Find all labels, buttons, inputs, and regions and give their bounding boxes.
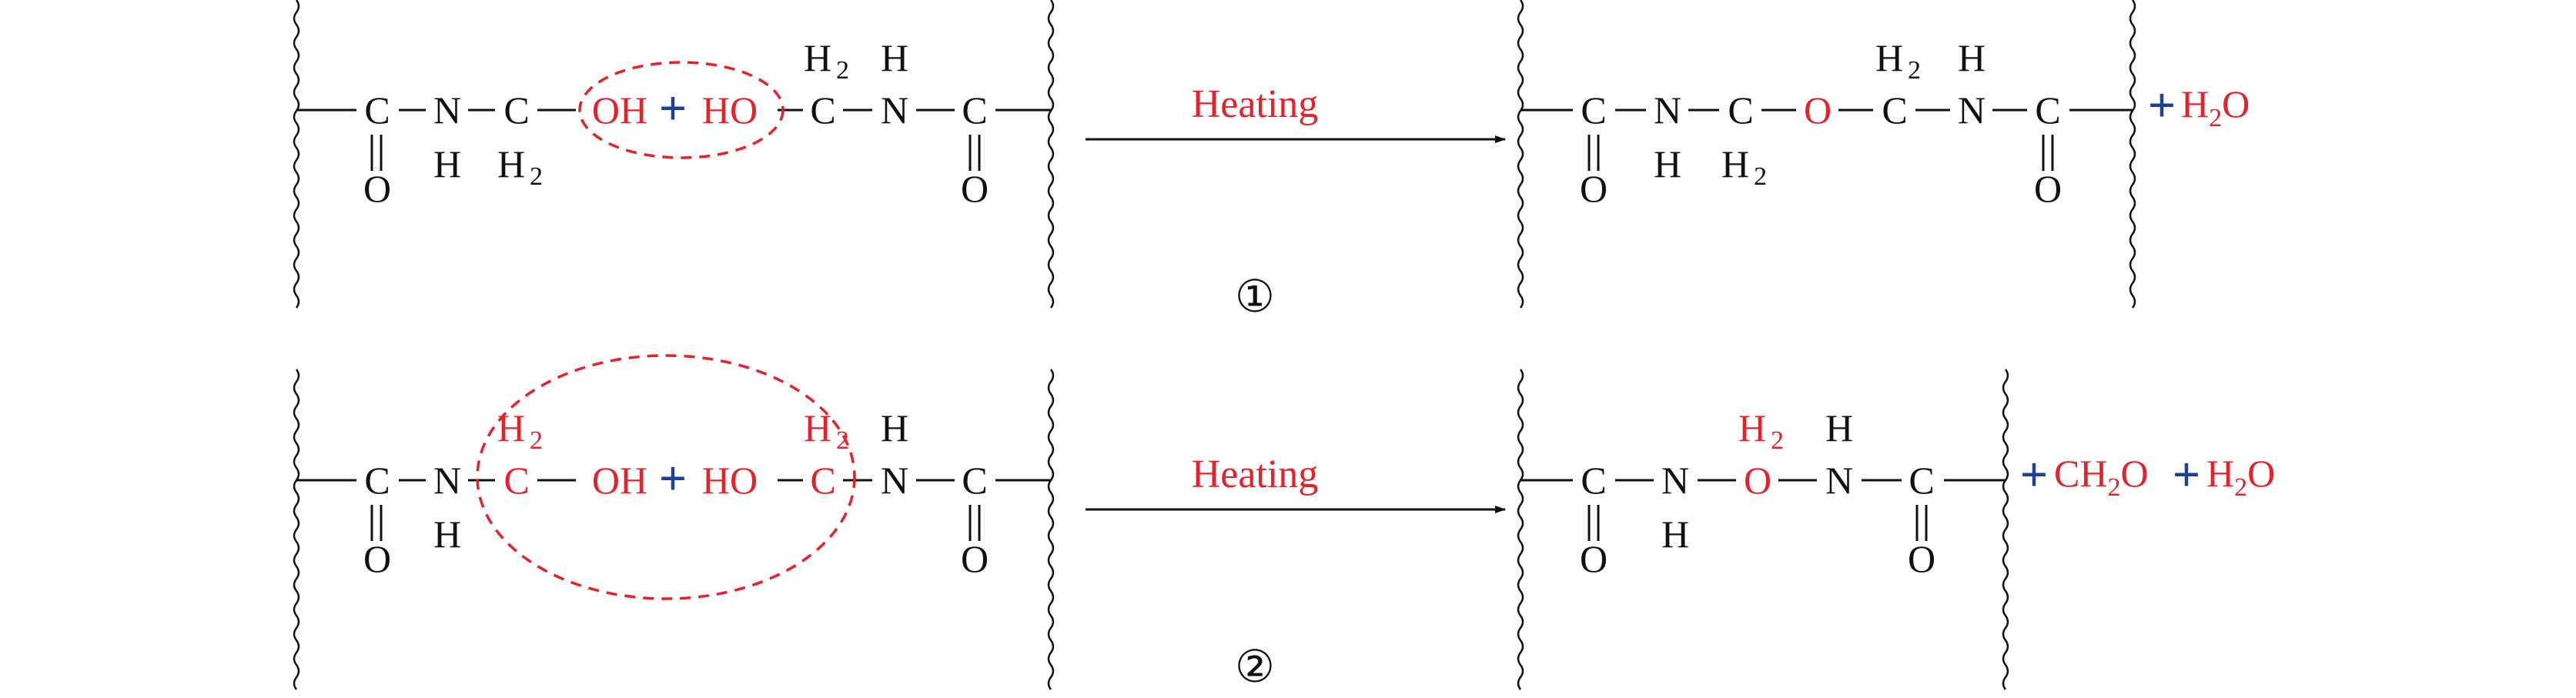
byproduct-water: H2O — [2206, 452, 2275, 502]
atom-o: O — [363, 167, 391, 210]
wavy-boundary-right — [2129, 0, 2136, 309]
atom-c: C — [810, 89, 835, 132]
atom-c: C — [962, 459, 987, 502]
atom-c: C — [1581, 89, 1606, 132]
wavy-boundary-left — [1517, 0, 1524, 309]
atom-o: O — [961, 537, 989, 580]
byproduct-water: H2O — [2181, 82, 2250, 132]
atom-c: C — [503, 89, 529, 132]
plus-sign: + — [2173, 447, 2200, 502]
wavy-boundary-right — [2002, 369, 2009, 690]
atom-n: N — [433, 89, 461, 132]
subscript-2: 2 — [1908, 56, 1921, 85]
atom-h: H — [1825, 406, 1853, 449]
reacting-groups-ring — [578, 61, 785, 159]
atom-n: N — [1825, 459, 1853, 502]
hydroxyl-oh: OH — [592, 459, 647, 502]
subscript-2: 2 — [836, 56, 849, 85]
atom-o: O — [1580, 537, 1607, 580]
atom-o: O — [961, 167, 989, 210]
atom-h: H — [1958, 36, 1986, 79]
subscript-2: 2 — [530, 426, 543, 455]
bridge-oxygen: O — [1744, 459, 1771, 502]
ether-oxygen: O — [1804, 89, 1832, 132]
plus-sign: + — [2020, 447, 2048, 502]
condition-label: Heating — [1192, 82, 1319, 126]
hydroxyl-ho: HO — [702, 89, 758, 132]
atom-n: N — [1661, 459, 1689, 502]
wavy-boundary-right — [1047, 0, 1055, 309]
atom-h2: H — [804, 36, 831, 79]
atom-o: O — [1580, 167, 1607, 210]
atom-h: H — [881, 406, 908, 449]
subscript-2: 2 — [1754, 162, 1767, 191]
atom-h2: H — [1721, 142, 1749, 185]
atom-c: C — [1882, 89, 1907, 132]
atom-c: C — [364, 459, 390, 502]
hydroxyl-oh: OH — [592, 89, 647, 132]
subscript-2: 2 — [1771, 426, 1784, 455]
wavy-boundary-left — [1517, 369, 1524, 690]
atom-n: N — [433, 459, 461, 502]
atom-n: N — [881, 459, 908, 502]
atom-n: N — [881, 89, 908, 132]
hydroxyl-ho: HO — [702, 459, 758, 502]
atom-c: C — [962, 89, 987, 132]
wavy-boundary-left — [293, 369, 300, 690]
atom-h2: H — [497, 142, 525, 185]
atom-n: N — [1958, 89, 1986, 132]
plus-sign: + — [659, 451, 687, 506]
condition-label: Heating — [1192, 453, 1319, 496]
byproduct-formaldehyde: CH2O — [2054, 452, 2149, 502]
atom-h: H — [881, 36, 908, 79]
atom-h: H — [1661, 513, 1689, 556]
atom-c: C — [1909, 459, 1934, 502]
reaction-number: ② — [1235, 640, 1275, 693]
reaction-number: ① — [1235, 270, 1275, 322]
subscript-2: 2 — [836, 426, 849, 455]
wavy-boundary-right — [1047, 369, 1055, 690]
atom-c: C — [2035, 89, 2060, 132]
subscript-2: 2 — [530, 162, 543, 191]
atom-o: O — [1908, 537, 1935, 580]
plus-sign: + — [659, 81, 687, 135]
methylene-c: C — [810, 459, 835, 502]
atom-c: C — [1728, 89, 1753, 132]
atom-c: C — [364, 89, 390, 132]
plus-sign: + — [2148, 78, 2176, 132]
reacting-groups-ring — [476, 354, 856, 600]
reaction-2: C O N H C H 2 OH + HO C H 2 N H C O Heat… — [293, 354, 2275, 693]
methylene-c: C — [503, 459, 529, 502]
atom-h: H — [433, 513, 461, 556]
atom-o: O — [2034, 167, 2062, 210]
atom-n: N — [1654, 89, 1681, 132]
reaction-1: C O N H C H 2 OH + HO C H 2 N H C O Heat… — [293, 0, 2250, 322]
methylene-h2: H — [497, 406, 525, 449]
atom-c: C — [1581, 459, 1606, 502]
atom-h: H — [1654, 142, 1681, 185]
atom-o: O — [363, 537, 391, 580]
wavy-boundary-left — [293, 0, 300, 309]
methylene-h2: H — [804, 406, 831, 449]
bridge-h2: H — [1738, 406, 1766, 449]
atom-h2: H — [1875, 36, 1903, 79]
atom-h: H — [433, 142, 461, 185]
